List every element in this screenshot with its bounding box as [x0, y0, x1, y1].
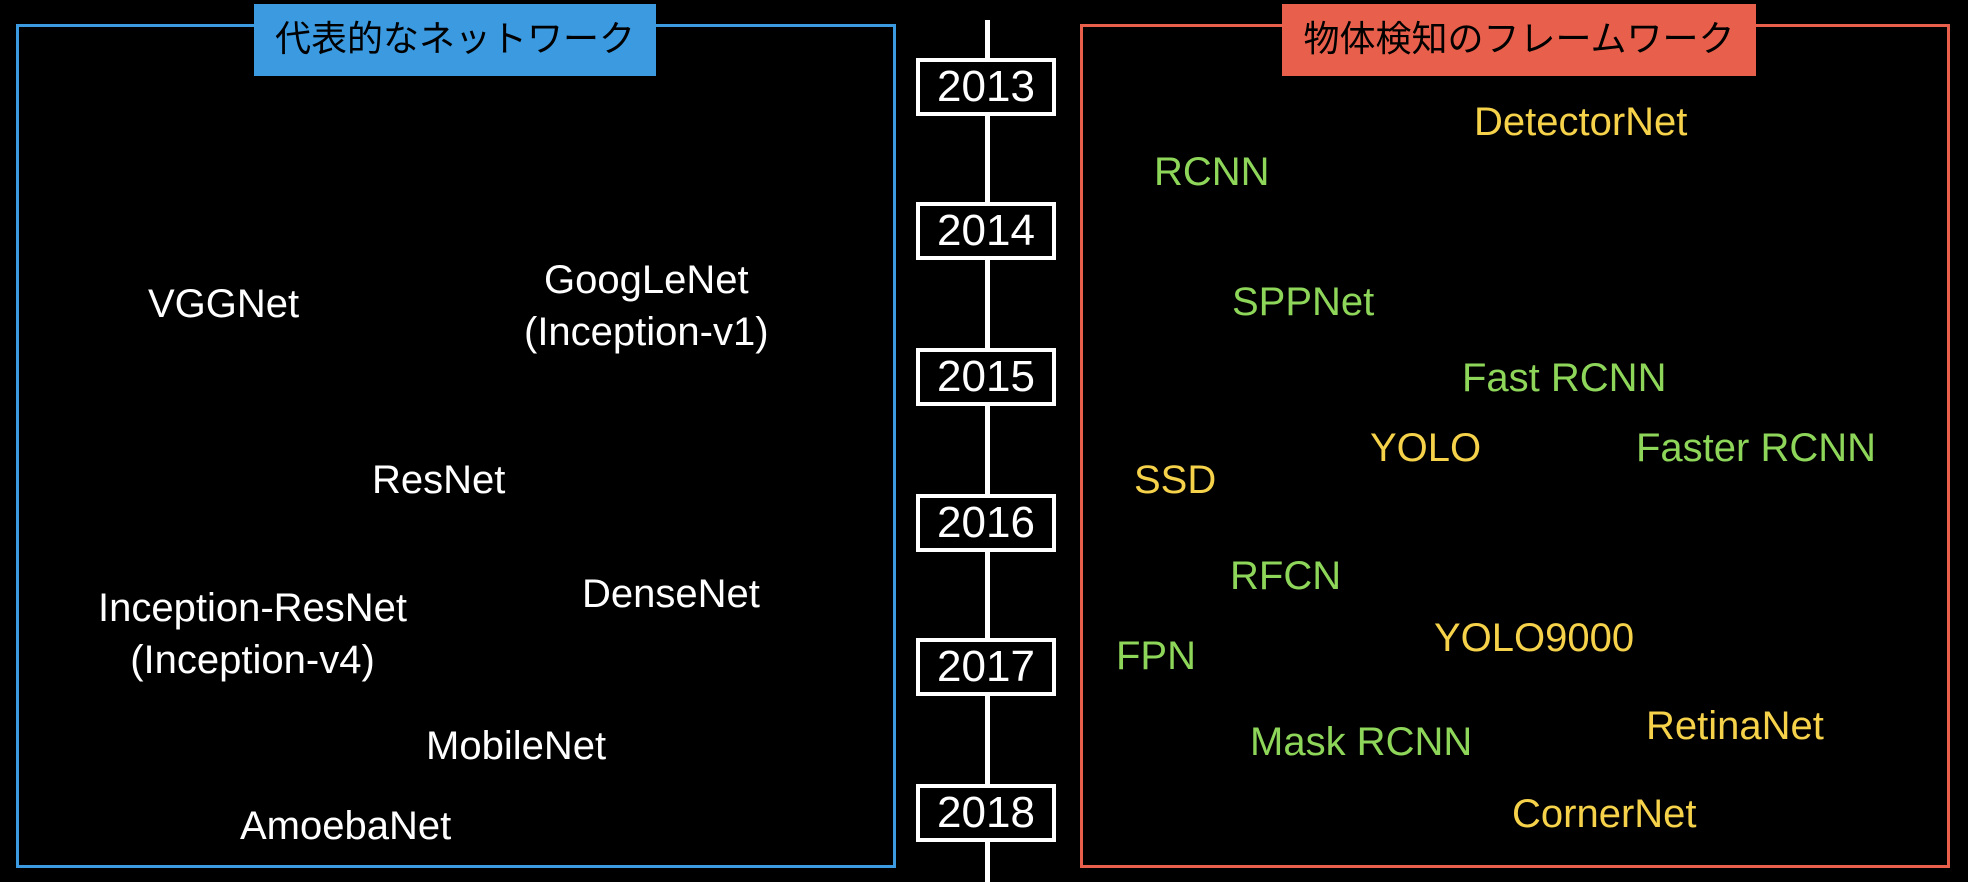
network-inception-resnet: Inception-ResNet (Inception-v4) — [98, 582, 407, 686]
framework-retinanet: RetinaNet — [1646, 704, 1824, 748]
network-sublabel: (Inception-v1) — [524, 310, 769, 354]
network-label: GoogLeNet — [543, 258, 749, 302]
framework-fast-rcnn: Fast RCNN — [1462, 356, 1667, 400]
framework-rfcn: RFCN — [1230, 554, 1342, 598]
representative-networks-title: 代表的なネットワーク — [254, 4, 656, 76]
network-label: AmoebaNet — [240, 804, 452, 848]
network-label: VGGNet — [148, 282, 300, 326]
network-googlenet: GoogLeNet (Inception-v1) — [524, 254, 769, 358]
network-vggnet: VGGNet — [148, 278, 299, 330]
network-resnet: ResNet — [372, 454, 505, 506]
network-mobilenet: MobileNet — [426, 720, 606, 772]
network-label: DenseNet — [582, 572, 760, 616]
framework-cornernet: CornerNet — [1512, 792, 1697, 836]
year-2016: 2016 — [916, 494, 1056, 552]
framework-yolo9000: YOLO9000 — [1434, 616, 1635, 660]
framework-fpn: FPN — [1116, 634, 1196, 678]
framework-ssd: SSD — [1134, 458, 1217, 502]
network-sublabel: (Inception-v4) — [130, 638, 375, 682]
network-label: ResNet — [372, 458, 506, 502]
year-2014: 2014 — [916, 202, 1056, 260]
year-2015: 2015 — [916, 348, 1056, 406]
network-label: MobileNet — [426, 724, 607, 768]
framework-yolo: YOLO — [1370, 426, 1482, 470]
network-label: Inception-ResNet — [98, 586, 408, 630]
framework-detectornet: DetectorNet — [1474, 100, 1688, 144]
framework-rcnn: RCNN — [1154, 150, 1270, 194]
framework-mask-rcnn: Mask RCNN — [1250, 720, 1473, 764]
framework-sppnet: SPPNet — [1232, 280, 1375, 324]
detection-frameworks-title: 物体検知のフレームワーク — [1282, 4, 1756, 76]
network-amoebanet: AmoebaNet — [240, 800, 451, 852]
year-2018: 2018 — [916, 784, 1056, 842]
year-2017: 2017 — [916, 638, 1056, 696]
network-densenet: DenseNet — [582, 568, 760, 620]
year-2013: 2013 — [916, 58, 1056, 116]
timeline-line — [985, 20, 990, 882]
framework-faster-rcnn: Faster RCNN — [1636, 426, 1877, 470]
